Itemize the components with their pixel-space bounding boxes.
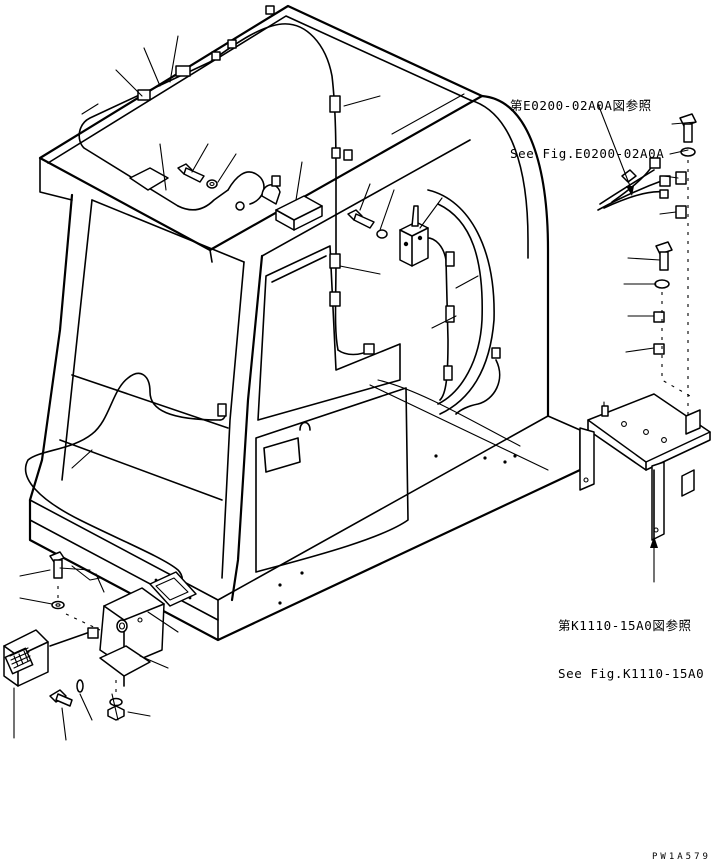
room-lamp xyxy=(235,175,323,231)
reference-bottom-line1: 第K1110-15A0図参照 xyxy=(558,618,692,633)
controller-harness xyxy=(597,157,671,211)
roof-bolt xyxy=(177,163,218,189)
reference-top: 第E0200-02A0A図参照 See Fig.E0200-02A0A xyxy=(510,66,664,178)
reference-top-line2: See Fig.E0200-02A0A xyxy=(510,146,665,161)
reference-top-line1: 第E0200-02A0A図参照 xyxy=(510,98,652,113)
harness-connectors xyxy=(129,5,501,417)
reference-bottom-line2: See Fig.K1110-15A0 xyxy=(558,666,705,681)
side-switch xyxy=(347,205,429,267)
controller-bracket xyxy=(579,393,711,541)
reference-bottom: 第K1110-15A0図参照 See Fig.K1110-15A0 xyxy=(558,586,704,698)
leader-lines xyxy=(13,35,697,741)
cab-body xyxy=(28,4,582,642)
reference-arrows xyxy=(597,103,658,583)
drawing-id: PW1A579 xyxy=(652,852,711,862)
fastener-column xyxy=(653,113,697,420)
